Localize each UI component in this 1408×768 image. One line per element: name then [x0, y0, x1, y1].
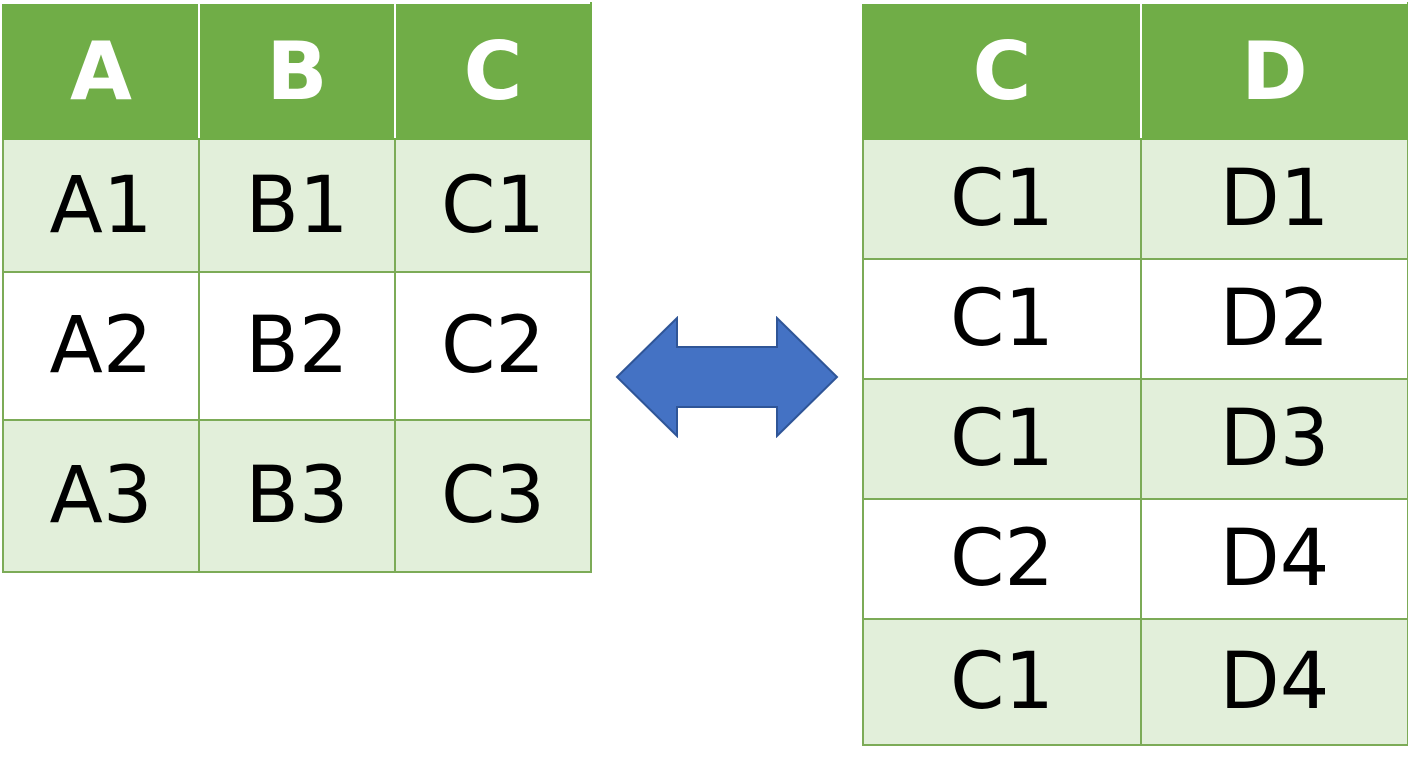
table-cell: D4	[1140, 498, 1408, 620]
table-row: A2 B2 C2	[2, 271, 592, 421]
table-cell: D1	[1140, 138, 1408, 260]
table-row: C1 D3	[862, 378, 1408, 500]
column-header-d: D	[1140, 2, 1408, 140]
table-cell: C2	[394, 271, 592, 421]
double-headed-arrow-icon	[615, 316, 839, 438]
table-cell: C1	[394, 138, 592, 273]
header-row: A B C	[2, 2, 592, 140]
table-row: C1 D4	[862, 618, 1408, 746]
table-row: C1 D2	[862, 258, 1408, 380]
table-cell: C1	[862, 378, 1142, 500]
table-cell: C3	[394, 419, 592, 573]
arrow-shape	[615, 316, 839, 438]
table-cell: C1	[862, 618, 1142, 746]
table-cell: D3	[1140, 378, 1408, 500]
table-cell: C1	[862, 258, 1142, 380]
table-cell: D4	[1140, 618, 1408, 746]
column-header-a: A	[2, 2, 200, 140]
left-table: A B C A1 B1 C1 A2 B2 C2 A3 B3 C3	[2, 2, 592, 573]
table-row: C2 D4	[862, 498, 1408, 620]
table-cell: B2	[198, 271, 396, 421]
header-row: C D	[862, 2, 1408, 140]
column-header-b: B	[198, 2, 396, 140]
table-cell: B3	[198, 419, 396, 573]
table-cell: A1	[2, 138, 200, 273]
table-cell: D2	[1140, 258, 1408, 380]
table-cell: B1	[198, 138, 396, 273]
table-cell: A2	[2, 271, 200, 421]
table-cell: C2	[862, 498, 1142, 620]
column-header-c: C	[394, 2, 592, 140]
table-row: A3 B3 C3	[2, 419, 592, 573]
table-cell: C1	[862, 138, 1142, 260]
table-row: C1 D1	[862, 138, 1408, 260]
column-header-c: C	[862, 2, 1142, 140]
right-table: C D C1 D1 C1 D2 C1 D3 C2 D4 C1 D4	[862, 2, 1408, 746]
table-row: A1 B1 C1	[2, 138, 592, 273]
table-cell: A3	[2, 419, 200, 573]
